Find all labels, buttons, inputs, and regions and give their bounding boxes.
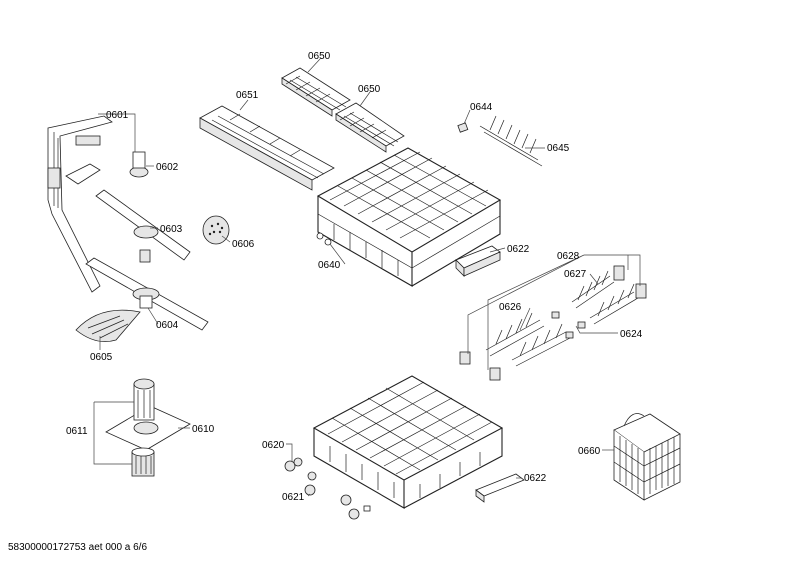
flap-0622-lower xyxy=(475,473,525,503)
label-0626: 0626 xyxy=(499,302,522,313)
label-0650-left: 0650 xyxy=(308,51,331,62)
micro-filter-0611 xyxy=(131,447,155,477)
label-0640: 0640 xyxy=(318,260,341,271)
label-0610: 0610 xyxy=(192,424,215,435)
document-footer-code: 58300000172753 aet 000 a 6/6 xyxy=(8,542,148,553)
folding-rack-0627 xyxy=(571,270,615,309)
label-0620: 0620 xyxy=(262,440,285,451)
wheels-0621 xyxy=(304,484,371,520)
cutlery-tray-0650-right xyxy=(335,102,405,153)
label-0621: 0621 xyxy=(282,492,305,503)
label-0644: 0644 xyxy=(470,102,493,113)
label-0651: 0651 xyxy=(236,90,259,101)
label-0650-right: 0650 xyxy=(358,84,381,95)
rack-insert-0645 xyxy=(479,115,543,167)
holders-0628 xyxy=(459,265,647,381)
leader-lines xyxy=(93,58,641,497)
label-0602: 0602 xyxy=(156,162,179,173)
cutlery-tray-0650-left xyxy=(281,67,351,117)
label-0645: 0645 xyxy=(547,143,570,154)
label-0604: 0604 xyxy=(156,320,179,331)
label-0628: 0628 xyxy=(557,251,580,262)
label-0611: 0611 xyxy=(66,426,88,437)
lower-basket xyxy=(312,375,504,509)
label-0603: 0603 xyxy=(160,224,183,235)
lower-spray-arm-0604 xyxy=(85,257,209,331)
sieve-0605 xyxy=(75,309,141,343)
clip-0644 xyxy=(457,122,469,133)
water-pipe-0601 xyxy=(47,115,113,293)
folding-rack-0626 xyxy=(485,312,571,367)
cutlery-tray-0651 xyxy=(199,105,335,191)
flap-0622-upper xyxy=(455,245,501,277)
upper-spray-arm-0603 xyxy=(65,163,191,263)
wheels-0620 xyxy=(284,457,317,481)
label-0601: 0601 xyxy=(106,110,129,121)
rack-insert-0624 xyxy=(589,283,639,325)
filter-plate-0610 xyxy=(105,405,191,451)
nozzle-0602 xyxy=(129,151,149,178)
filter-disc-0606 xyxy=(202,215,230,245)
upper-basket-0640 xyxy=(316,147,502,287)
label-0627: 0627 xyxy=(564,269,587,280)
label-0624: 0624 xyxy=(620,329,643,340)
label-0605: 0605 xyxy=(90,352,113,363)
label-0606: 0606 xyxy=(232,239,255,250)
label-0660: 0660 xyxy=(578,446,601,457)
label-0622-upper: 0622 xyxy=(507,244,530,255)
label-0622-lower: 0622 xyxy=(524,473,547,484)
coarse-filter-0611 xyxy=(133,378,155,421)
cutlery-basket-0660 xyxy=(613,413,681,501)
